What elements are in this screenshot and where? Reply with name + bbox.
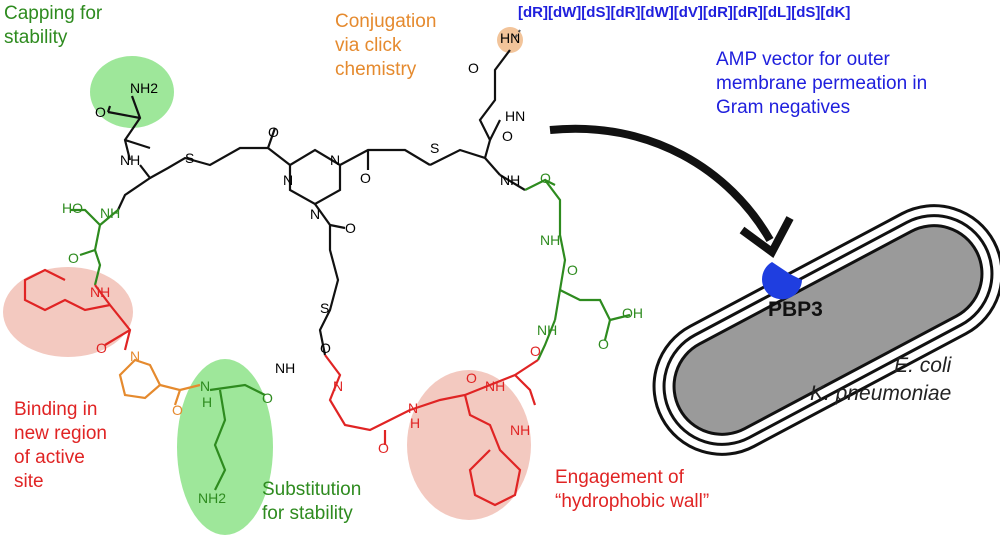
o-label: O (68, 250, 79, 266)
o-label: O (540, 170, 551, 186)
nh2-lysine-label: NH2 (198, 490, 227, 506)
hn-label: HN (500, 30, 521, 46)
nh-label: NH (500, 172, 521, 188)
amp-annotation: AMP vector for outer membrane permeation… (716, 48, 927, 120)
annotation-line: for stability (262, 503, 353, 524)
nh-label: NH (537, 322, 558, 338)
n-label: N (408, 400, 419, 416)
annotation-line: Capping for (4, 3, 103, 24)
nh-label: NH (275, 360, 296, 376)
o-label: O (378, 440, 389, 456)
o-label: O (466, 370, 477, 386)
tryptophan-highlight (407, 370, 531, 520)
annotation-line: Gram negatives (716, 97, 851, 118)
ring-green-right (524, 178, 631, 361)
nh-label: NH (120, 152, 141, 168)
o-label: O (598, 336, 609, 352)
o-label: O (530, 343, 541, 359)
lysine-highlight (177, 359, 273, 535)
o-label: O (320, 340, 331, 356)
nh-label: NH (100, 205, 121, 221)
capping-annotation: Capping for stability (4, 2, 102, 50)
o-label: O (268, 124, 279, 140)
annotation-line: “hydrophobic wall” (555, 491, 710, 512)
pbp3-label: PBP3 (768, 298, 823, 321)
annotation-line: new region (14, 423, 107, 444)
ho-label: HO (62, 200, 83, 216)
ring-green-left (70, 208, 119, 286)
amp-sequence: [dR][dW][dS][dR][dW][dV][dR][dR][dL][dS]… (518, 4, 851, 21)
o-label: O (95, 104, 106, 120)
o-label: O (172, 402, 183, 418)
pbp3-enzyme (762, 262, 802, 300)
s-label: S (430, 140, 440, 156)
h-label: H (202, 394, 213, 410)
annotation-line: Conjugation (335, 11, 437, 32)
ring-red-left (23, 268, 132, 351)
o-label: O (360, 170, 371, 186)
n-label: N (200, 378, 211, 394)
binding-annotation: Binding in new region of active site (14, 398, 107, 494)
o-label: O (502, 128, 513, 144)
delivery-arrow (549, 124, 774, 242)
annotation-line: of active (14, 447, 85, 468)
s-label: S (320, 300, 330, 316)
annotation-line: stability (4, 27, 68, 48)
annotation-line: AMP vector for outer (716, 49, 890, 70)
organisms-annotation: E. coli K. pneumoniae (810, 352, 952, 408)
n-label: N (283, 172, 294, 188)
o-label: O (96, 340, 107, 356)
ring-red-right (324, 354, 539, 507)
bacterium (652, 204, 1000, 456)
o-label: O (262, 390, 273, 406)
click-site-highlight (497, 27, 523, 53)
o-label: O (345, 220, 356, 236)
substitution-annotation: Substitution for stability (262, 478, 361, 526)
arrow-head (739, 216, 794, 258)
organism-line: E. coli (894, 354, 952, 377)
n-label: N (130, 348, 141, 364)
h-label: H (410, 415, 421, 431)
annotation-line: chemistry (335, 59, 417, 80)
ring-black-top (117, 49, 526, 356)
annotation-line: site (14, 471, 44, 492)
o-label: O (567, 262, 578, 278)
organism-line: K. pneumoniae (810, 382, 952, 405)
nh-indole-label: NH (510, 422, 531, 438)
conjugation-annotation: Conjugation via click chemistry (335, 10, 436, 82)
hn-label: HN (505, 108, 526, 124)
click-linker (514, 29, 521, 39)
nh-label: NH (90, 284, 111, 300)
nh-label: NH (540, 232, 561, 248)
n-label: N (330, 152, 341, 168)
proline-orange (118, 358, 201, 406)
capping-highlight (90, 56, 174, 128)
nh2-cap-label: NH2 (130, 80, 159, 96)
annotation-line: membrane permeation in (716, 73, 928, 94)
n-label: N (333, 378, 344, 394)
lysine-chain (209, 383, 266, 491)
annotation-line: Substitution (262, 479, 362, 500)
s-label: S (185, 150, 195, 166)
annotation-line: via click (335, 35, 402, 56)
annotation-line: Binding in (14, 399, 98, 420)
engagement-annotation: Engagement of “hydrophobic wall” (555, 466, 709, 514)
oh-label: OH (622, 305, 643, 321)
annotation-line: Engagement of (555, 467, 684, 488)
binding-highlight (3, 267, 133, 357)
nh-label: NH (485, 378, 506, 394)
n-label: N (310, 206, 321, 222)
o-label: O (468, 60, 479, 76)
capping-residue (106, 95, 151, 161)
